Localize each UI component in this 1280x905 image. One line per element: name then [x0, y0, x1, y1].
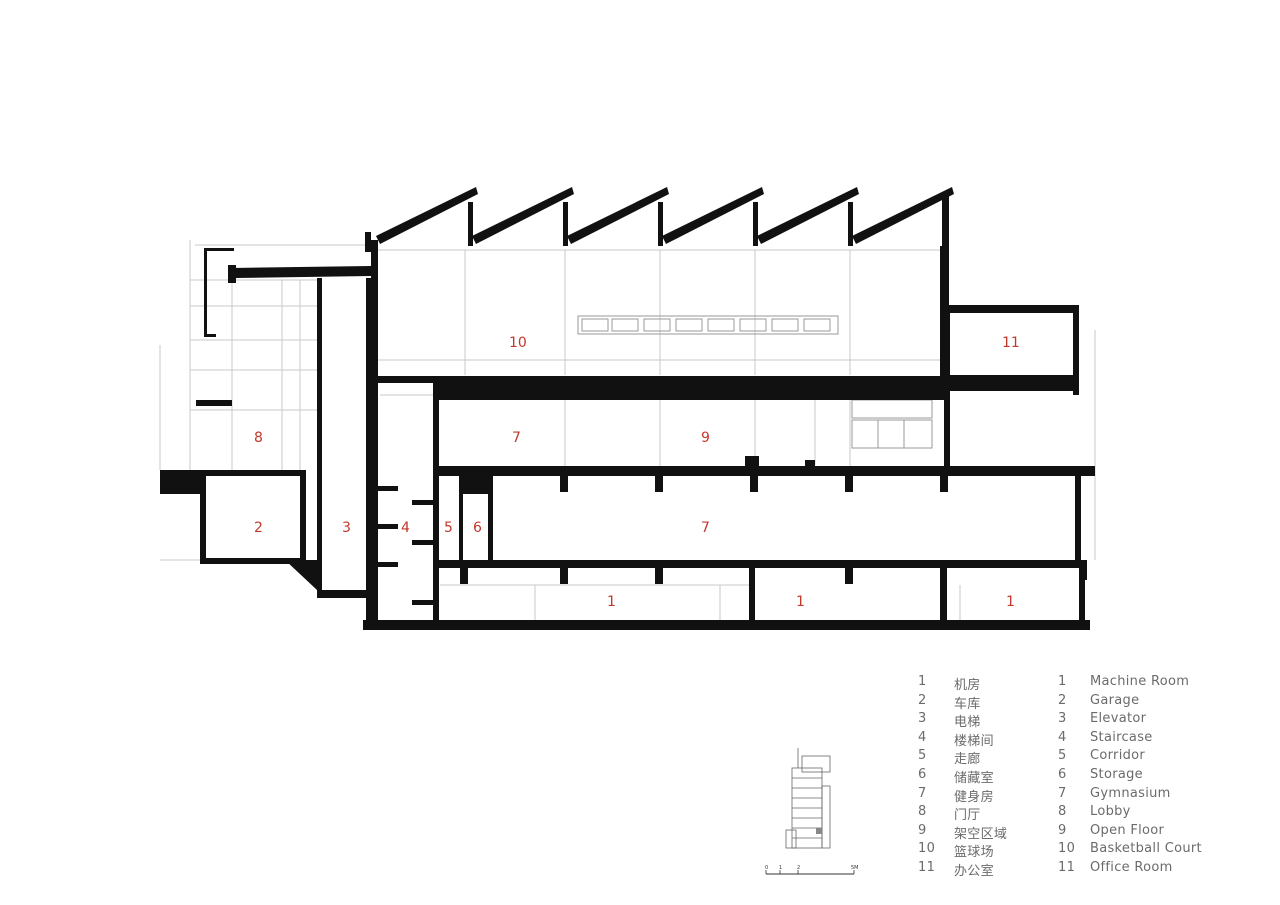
legend-english: Basketball Court	[1090, 841, 1202, 857]
legend-number: 6	[918, 767, 927, 782]
legend-number-en: 8	[1058, 804, 1067, 820]
key-plan-thumbnail: 0 1 2 5M	[765, 748, 859, 875]
legend-chinese: 车库	[954, 696, 981, 712]
label-elevator: 3	[342, 520, 351, 536]
legend-number-en: 10	[1058, 841, 1076, 857]
sawtooth-roof	[376, 187, 954, 246]
room-labels: 10 11 8 7 9 2 3 4 5 6 7 1 1 1	[254, 335, 1020, 610]
legend-chinese: 门厅	[954, 808, 981, 824]
label-gymnasium-upper: 7	[512, 430, 521, 446]
legend-number-en: 9	[1058, 822, 1067, 838]
label-corridor: 5	[444, 520, 453, 536]
legend-chinese: 楼梯间	[954, 733, 994, 749]
legend-number: 3	[918, 711, 927, 727]
legend-number-en: 3	[1058, 711, 1067, 727]
legend-chinese: 走廊	[954, 752, 981, 768]
scale-label-1: 1	[779, 865, 782, 871]
legend-number-en: 7	[1058, 785, 1067, 801]
legend-english: Staircase	[1090, 729, 1153, 745]
scale-label-5m: 5M	[851, 865, 859, 871]
legend-number: 10	[918, 841, 936, 857]
legend-chinese: 储藏室	[954, 771, 994, 786]
scale-label-2: 2	[797, 865, 800, 871]
legend-english: Machine Room	[1090, 674, 1190, 689]
legend-number: 7	[918, 785, 927, 801]
legend-number-en: 2	[1058, 692, 1067, 708]
legend-number: 1	[918, 674, 927, 689]
walls-and-slabs	[160, 232, 1095, 630]
clerestory-windows	[577, 315, 933, 449]
legend-number: 11	[918, 860, 936, 875]
fine-lines	[159, 240, 1096, 620]
legend-number-en: 5	[1058, 748, 1067, 764]
legend-number-en: 1	[1058, 674, 1067, 689]
legend-number-en: 11	[1058, 860, 1076, 875]
legend-number: 8	[918, 804, 927, 820]
label-lobby: 8	[254, 430, 263, 446]
room-legend: 1 机房 1 Machine Room 2 车库 2 Garage 3 电梯 3…	[918, 674, 1218, 884]
legend-number: 5	[918, 748, 927, 764]
legend-english: Storage	[1090, 767, 1143, 782]
label-office-room: 11	[1002, 335, 1020, 351]
legend-number-en: 6	[1058, 767, 1067, 782]
scale-label-0: 0	[765, 865, 768, 871]
label-gymnasium-lower: 7	[701, 520, 710, 536]
label-open-floor: 9	[701, 430, 710, 446]
legend-chinese: 架空区域	[954, 826, 1008, 842]
legend-number: 2	[918, 692, 927, 708]
legend-number: 4	[918, 729, 927, 745]
legend-english: Open Floor	[1090, 822, 1165, 838]
label-machine-room-b: 1	[796, 594, 805, 610]
label-machine-room-c: 1	[1006, 594, 1015, 610]
legend-english: Elevator	[1090, 711, 1147, 727]
legend-chinese: 办公室	[954, 864, 994, 879]
legend-english: Office Room	[1090, 860, 1173, 875]
legend-english: Gymnasium	[1090, 785, 1171, 801]
legend-number-en: 4	[1058, 729, 1067, 745]
legend-english: Lobby	[1090, 804, 1131, 820]
scale-bar: 0 1 2 5M	[765, 865, 859, 875]
label-machine-room-a: 1	[607, 594, 616, 610]
legend-number: 9	[918, 822, 927, 838]
label-staircase: 4	[401, 520, 410, 536]
label-basketball-court: 10	[509, 335, 527, 351]
legend-english: Corridor	[1090, 748, 1146, 764]
legend-english: Garage	[1090, 692, 1140, 708]
legend-chinese: 篮球场	[954, 845, 994, 861]
label-storage: 6	[473, 520, 482, 536]
legend-chinese: 机房	[954, 678, 981, 693]
legend-chinese: 健身房	[954, 789, 994, 805]
legend-chinese: 电梯	[954, 715, 981, 731]
label-garage: 2	[254, 520, 263, 536]
